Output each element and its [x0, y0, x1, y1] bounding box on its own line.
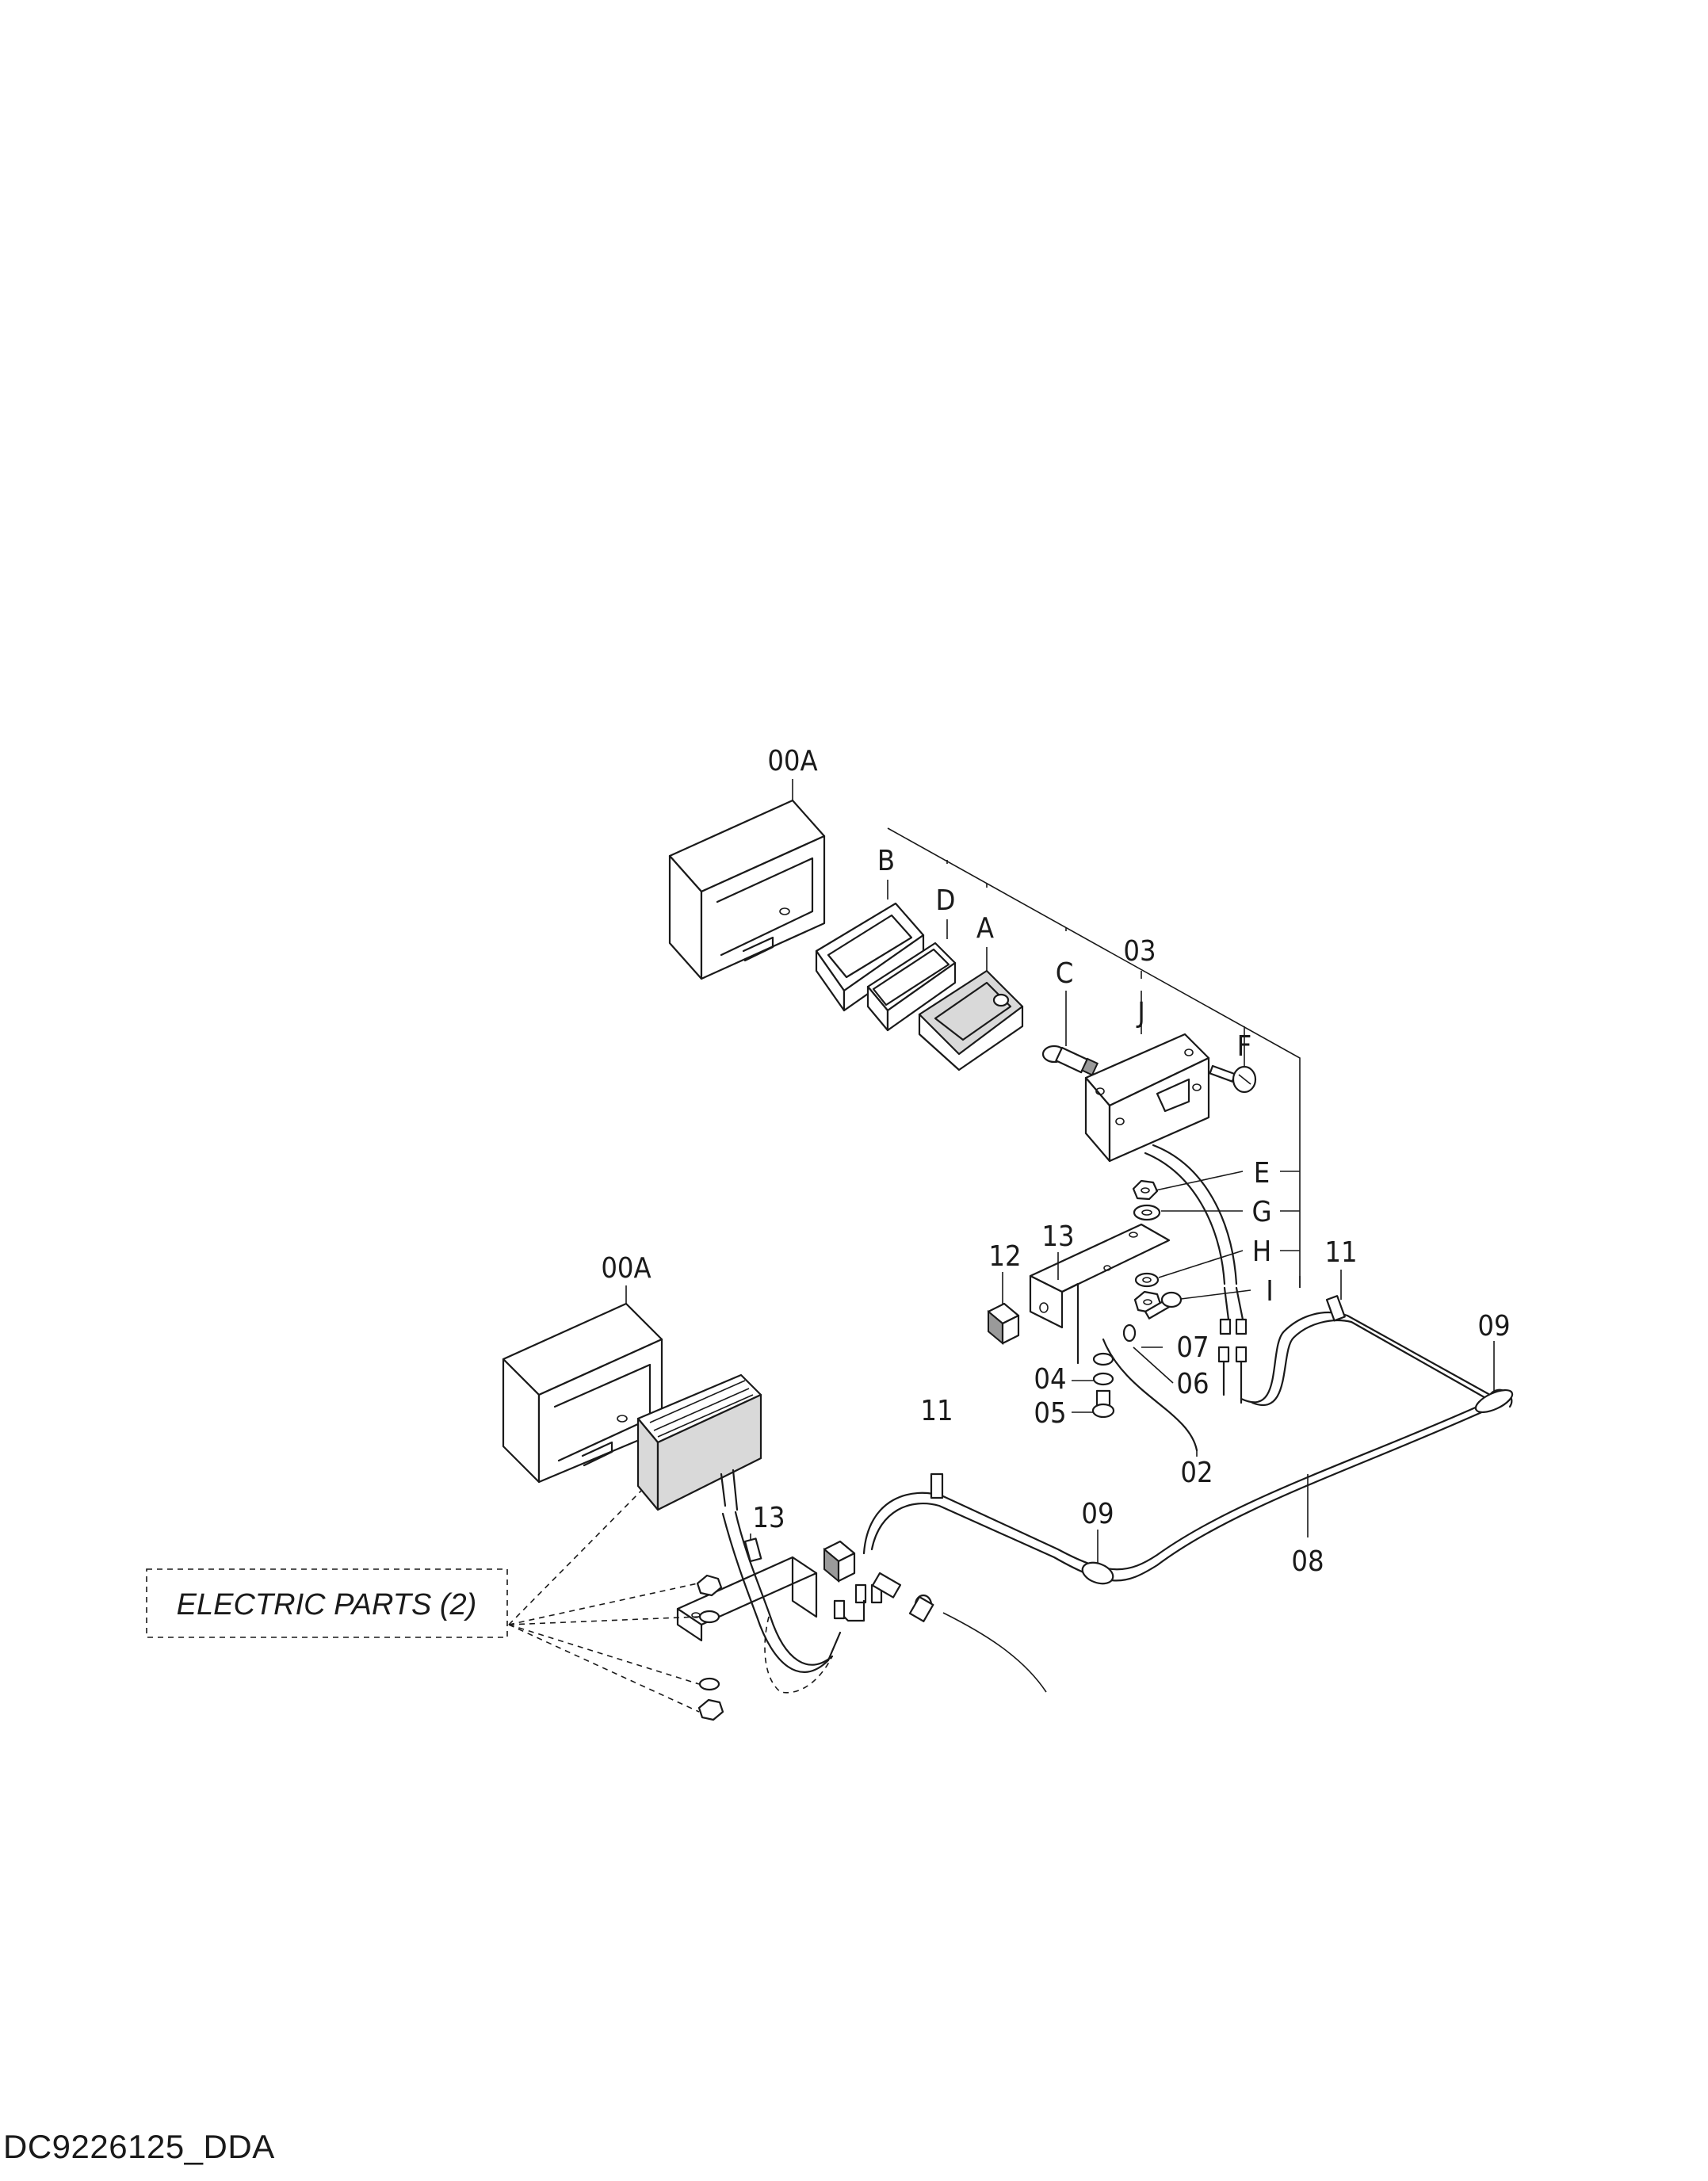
callout-f: F: [1237, 1030, 1252, 1063]
washer-04: [1092, 1352, 1114, 1386]
callout-i: I: [1266, 1275, 1274, 1308]
callout-11-mid: 11: [920, 1395, 953, 1427]
washer-g: [1133, 1204, 1161, 1221]
callout-12: 12: [988, 1240, 1021, 1273]
callout-g: G: [1251, 1196, 1271, 1228]
bolt-07: [1144, 1291, 1183, 1320]
callout-b: B: [877, 845, 895, 877]
screw-f: [1209, 1062, 1257, 1094]
callout-05: 05: [1034, 1397, 1066, 1430]
group-bracket-line: [887, 827, 1301, 1288]
screw-05: [1091, 1389, 1115, 1419]
washer-06: [1122, 1323, 1137, 1343]
callout-09-right: 09: [1477, 1310, 1510, 1343]
washer-h: [1134, 1272, 1160, 1288]
connector-lower: [871, 1572, 1047, 1693]
callout-03: 03: [1123, 935, 1156, 968]
callout-11-right: 11: [1324, 1236, 1357, 1269]
reference-box: [146, 1568, 508, 1638]
harness-08: [862, 1270, 1514, 1585]
callout-j: J: [1136, 997, 1145, 1029]
callout-13-lower: 13: [752, 1502, 785, 1534]
callout-06: 06: [1176, 1368, 1209, 1400]
callout-07: 07: [1176, 1331, 1209, 1364]
callout-d: D: [936, 884, 956, 917]
callout-02: 02: [1180, 1457, 1213, 1489]
lamp-assembly-left: [636, 1373, 762, 1511]
bulb-c: [1041, 991, 1099, 1076]
callout-09-mid: 09: [1081, 1498, 1114, 1530]
callout-labels: 00A B D A C 03 J F E G H I 13 12 11 09 0…: [601, 745, 1510, 1578]
callout-08: 08: [1291, 1545, 1324, 1578]
leader-lines-e-i: [1155, 1171, 1301, 1302]
callout-a: A: [976, 912, 994, 945]
callout-00a-left: 00A: [601, 1252, 651, 1285]
callout-e: E: [1254, 1157, 1270, 1190]
callout-04: 04: [1034, 1363, 1066, 1396]
lamp-guard-upper: [668, 779, 826, 980]
reference-leaders: [508, 1489, 700, 1713]
square-nut-12: [987, 1302, 1020, 1346]
callout-00a-top: 00A: [767, 745, 817, 777]
lens-a: [918, 947, 1024, 1071]
electric-parts-items: [696, 1574, 724, 1721]
washer-e: [1132, 1179, 1159, 1201]
lamp-body-j: [1084, 991, 1210, 1163]
lamp-guard-left: [502, 1285, 663, 1484]
drawing-code: DC9226125_DDA: [3, 2128, 275, 2165]
bracket-13-upper: [1029, 1223, 1171, 1365]
rubber-frame-b: [815, 880, 925, 1012]
reference-box-label: ELECTRIC PARTS (2): [177, 1588, 477, 1621]
square-nut-lower: [823, 1540, 856, 1583]
gasket-d: [866, 919, 957, 1032]
harness-02: [1102, 1144, 1248, 1452]
callout-h: H: [1252, 1236, 1271, 1268]
callout-13-upper: 13: [1041, 1220, 1074, 1253]
callout-c: C: [1056, 957, 1074, 990]
